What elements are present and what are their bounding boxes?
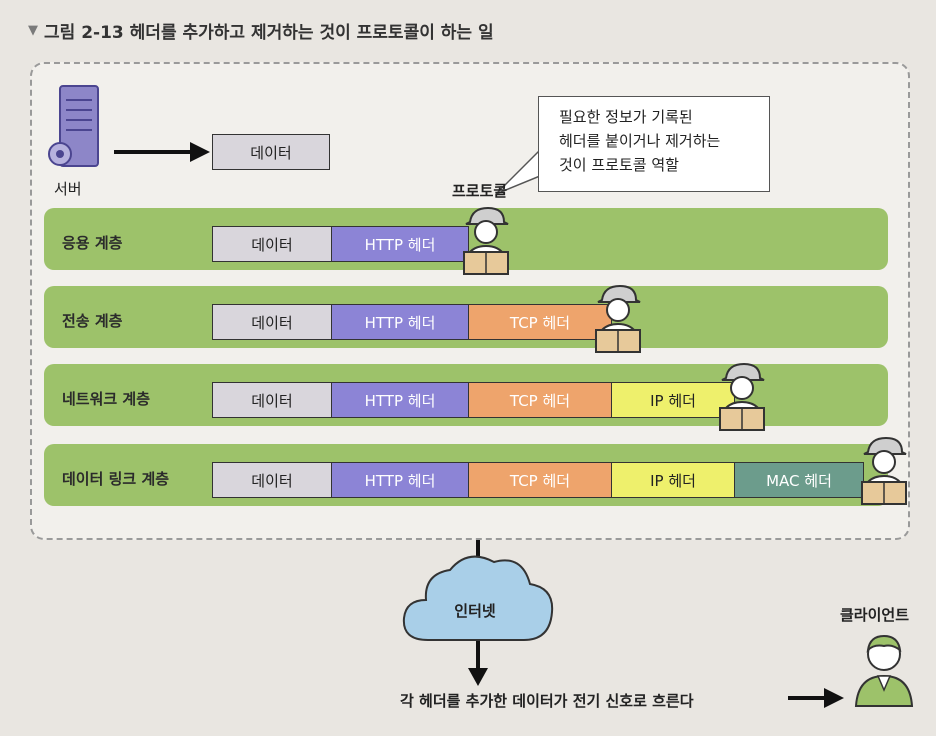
protocol-worker-icon-3	[718, 362, 766, 431]
datalink-http-header-cell: HTTP 헤더	[331, 462, 469, 498]
app-http-header-cell: HTTP 헤더	[331, 226, 469, 262]
datalink-ip-header-cell: IP 헤더	[611, 462, 735, 498]
server-arrow-line	[114, 150, 194, 154]
network-http-header-cell: HTTP 헤더	[331, 382, 469, 418]
server-icon	[48, 85, 99, 167]
figure-title: ▼ 그림 2-13 헤더를 추가하고 제거하는 것이 프로토콜이 하는 일	[28, 18, 494, 43]
internet-cloud-icon	[402, 555, 554, 641]
network-data-cell: 데이터	[212, 382, 332, 418]
layer-network-label: 네트워크 계층	[62, 390, 151, 408]
layer-application-label: 응용 계층	[62, 234, 123, 252]
callout-line-1: 필요한 정보가 기록된	[559, 108, 693, 126]
internet-flow-arrow-head	[468, 668, 488, 686]
callout-line-2: 헤더를 붙이거나 제거하는	[559, 132, 721, 150]
transport-data-cell: 데이터	[212, 304, 332, 340]
triangle-down-icon: ▼	[28, 23, 38, 38]
layer-transport-label: 전송 계층	[62, 312, 123, 330]
datalink-mac-header-cell: MAC 헤더	[734, 462, 864, 498]
client-arrow-head	[824, 688, 844, 708]
client-arrow-line	[788, 696, 828, 700]
network-ip-header-cell: IP 헤더	[611, 382, 735, 418]
protocol-worker-icon-4	[860, 436, 908, 505]
protocol-worker-icon-2	[594, 284, 642, 353]
datalink-tcp-header-cell: TCP 헤더	[468, 462, 612, 498]
figure-title-text: 그림 2-13 헤더를 추가하고 제거하는 것이 프로토콜이 하는 일	[44, 23, 494, 43]
server-arrow-head	[190, 142, 210, 162]
transport-http-header-cell: HTTP 헤더	[331, 304, 469, 340]
internet-label: 인터넷	[454, 602, 496, 620]
callout-box: 필요한 정보가 기록된 헤더를 붙이거나 제거하는 것이 프로토콜 역할	[538, 96, 770, 192]
server-label: 서버	[54, 180, 82, 198]
protocol-worker-icon-1	[462, 206, 510, 275]
transport-tcp-header-cell: TCP 헤더	[468, 304, 612, 340]
layer-data-link-label: 데이터 링크 계층	[62, 470, 170, 488]
protocol-label: 프로토콜	[452, 182, 508, 200]
callout-line-3: 것이 프로토콜 역할	[559, 156, 679, 174]
network-tcp-header-cell: TCP 헤더	[468, 382, 612, 418]
server-data-box: 데이터	[212, 134, 330, 170]
client-label: 클라이언트	[840, 606, 910, 624]
client-person-icon	[854, 634, 914, 707]
datalink-data-cell: 데이터	[212, 462, 332, 498]
app-data-cell: 데이터	[212, 226, 332, 262]
bottom-flow-text: 각 헤더를 추가한 데이터가 전기 신호로 흐른다	[400, 692, 694, 710]
